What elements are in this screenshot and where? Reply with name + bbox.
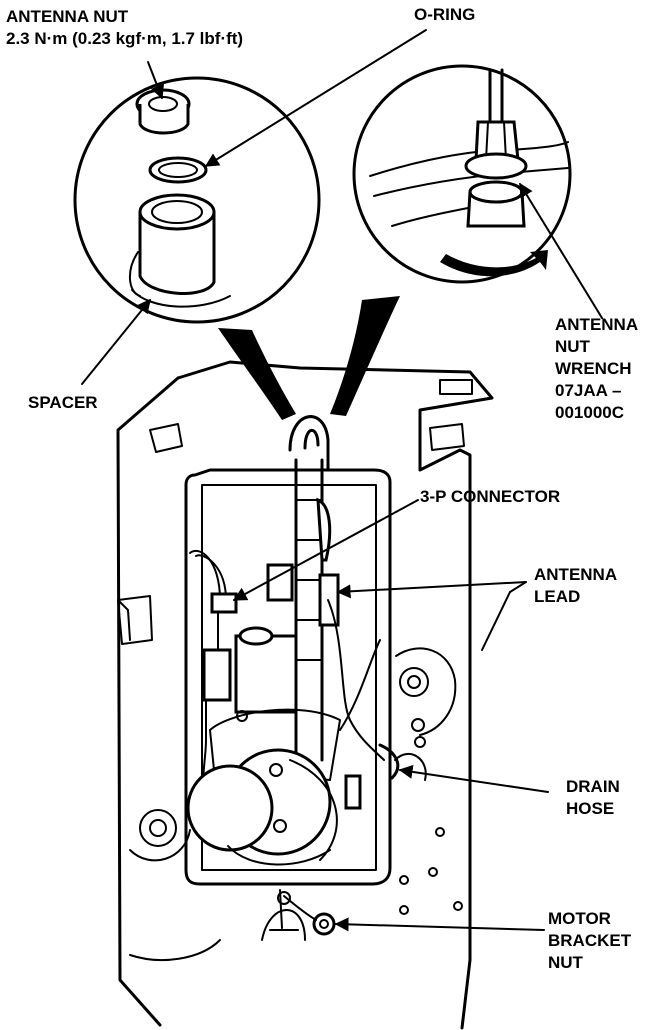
- leader-lines: [81, 29, 603, 932]
- motor-bracket-nut-line-3: NUT: [548, 953, 583, 972]
- drain-hose-line-2: HOSE: [566, 799, 615, 818]
- detail-pointers: [218, 296, 400, 420]
- antenna-lead-label: ANTENNA LEAD: [534, 564, 617, 608]
- wrench-line-3: WRENCH: [555, 359, 632, 378]
- drain-hose-label: DRAIN HOSE: [566, 776, 620, 820]
- body-panel: [116, 360, 494, 1030]
- motor-bracket-nut-label: MOTOR BRACKET NUT: [548, 908, 631, 974]
- antenna-nut-wrench-label: ANTENNA NUT WRENCH 07JAA – 001000C: [555, 314, 638, 424]
- antenna-lead-line-1: ANTENNA: [534, 565, 618, 584]
- spacer-label: SPACER: [28, 393, 98, 412]
- o-ring-label: O-RING: [414, 5, 476, 24]
- antenna-nut-torque: 2.3 N·m (0.23 kgf·m, 1.7 lbf·ft): [6, 29, 244, 48]
- wrench-line-5: 001000C: [555, 403, 625, 422]
- antenna-mast: [288, 415, 385, 762]
- antenna-opening: [184, 468, 392, 886]
- antenna-nut-title: ANTENNA NUT: [6, 7, 129, 26]
- motor-bracket-nut-line-1: MOTOR: [548, 909, 611, 928]
- wrench-line-1: ANTENNA: [555, 315, 639, 334]
- wrench-line-4: 07JAA –: [555, 381, 622, 400]
- antenna-nut-label: ANTENNA NUT 2.3 N·m (0.23 kgf·m, 1.7 lbf…: [6, 6, 243, 50]
- drain-hose: [378, 743, 400, 780]
- spacer-detail-circle: [73, 76, 321, 324]
- drain-hose-line-1: DRAIN: [566, 777, 620, 796]
- antenna-lead-line-2: LEAD: [534, 587, 581, 606]
- wrench-detail-circle: [352, 64, 572, 284]
- wrench-line-2: NUT: [555, 337, 590, 356]
- antenna-motor: [186, 626, 381, 866]
- 3p-connector-label: 3-P CONNECTOR: [420, 487, 561, 506]
- motor-bracket-nut: [283, 895, 336, 936]
- motor-bracket-nut-line-2: BRACKET: [548, 931, 632, 950]
